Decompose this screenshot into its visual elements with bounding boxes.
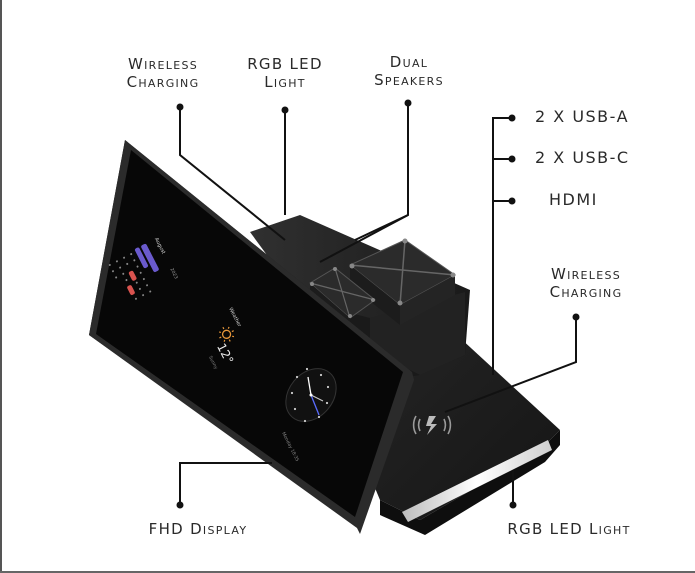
callout-line-ports xyxy=(492,117,512,375)
calendar-year: 2023 xyxy=(168,267,179,280)
weather-condition: Sunny xyxy=(207,355,219,371)
led-strip-base xyxy=(402,440,552,522)
label-fhd-display: FHD Display xyxy=(148,520,248,538)
label-wireless-charging-right-line2: Charging xyxy=(549,283,623,301)
label-rgb-led-light-top-line1: RGB LED xyxy=(247,55,323,73)
label-usb-a: 2 X USB-A xyxy=(535,107,630,126)
frame-left-border xyxy=(0,0,2,573)
label-dual-speakers-line1: Dual xyxy=(389,53,429,71)
label-usb-c: 2 X USB-C xyxy=(535,148,630,167)
callout-line-speakers-branch xyxy=(354,214,409,241)
display-panel xyxy=(89,140,414,534)
label-wireless-charging-right-line1: Wireless xyxy=(550,265,622,283)
label-rgb-led-light-top-line2: Light xyxy=(264,73,306,91)
label-dual-speakers: Dual Speakers xyxy=(355,53,463,89)
wireless-charging-icon xyxy=(412,415,452,435)
label-dual-speakers-line2: Speakers xyxy=(374,71,444,89)
label-wireless-charging-right: Wireless Charging xyxy=(530,265,642,301)
callout-line-wireless-right xyxy=(444,317,577,413)
callout-line-wireless-top xyxy=(179,107,286,241)
label-wireless-charging-top: Wireless Charging xyxy=(108,55,218,91)
label-rgb-led-light-top: RGB LED Light xyxy=(235,55,335,91)
callout-line-fhd xyxy=(179,462,272,505)
frame-bottom-border xyxy=(0,571,695,573)
label-rgb-led-light-bottom: RGB LED Light xyxy=(507,520,631,538)
speaker-large xyxy=(349,238,456,325)
sun-icon xyxy=(218,326,235,342)
callout-dots xyxy=(176,99,580,509)
analog-clock-icon xyxy=(285,367,337,423)
callout-lines xyxy=(179,103,577,505)
label-hdmi: HDMI xyxy=(549,190,598,209)
label-wireless-charging-top-line1: Wireless xyxy=(127,55,199,73)
label-wireless-charging-top-line2: Charging xyxy=(126,73,200,91)
